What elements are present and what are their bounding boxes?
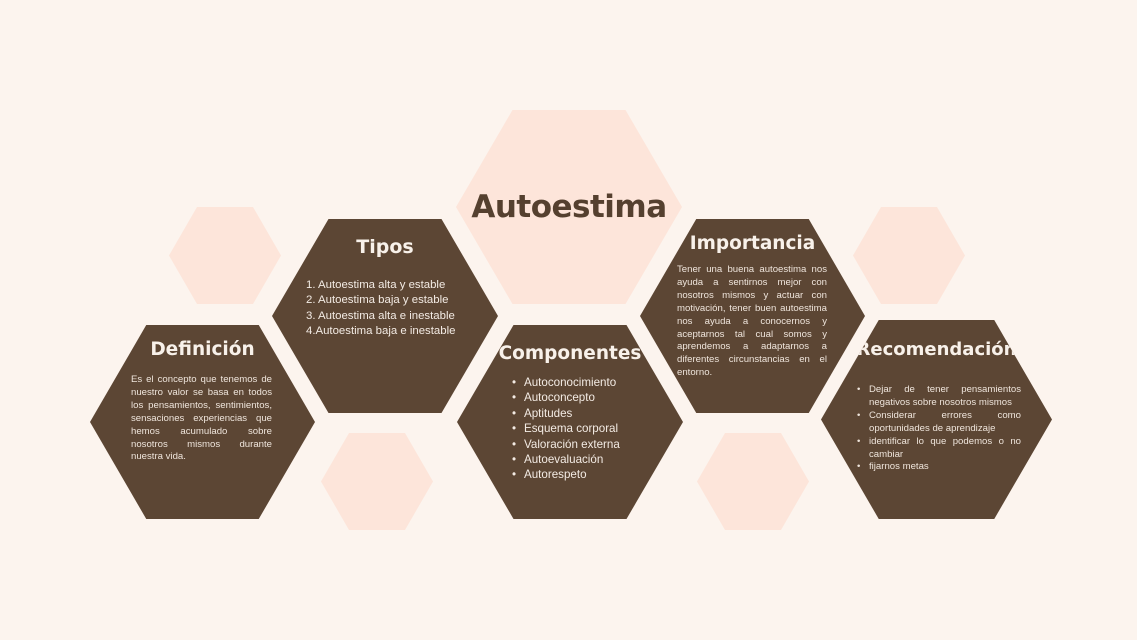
componentes-item: Autoconocimiento bbox=[510, 375, 660, 391]
tipos-title: Tipos bbox=[356, 236, 414, 258]
componentes-item: Esquema corporal bbox=[510, 421, 660, 437]
definicion-title: Definición bbox=[150, 339, 255, 360]
decorative-hexagon-bottom-left bbox=[321, 433, 433, 530]
componentes-hexagon: Componentes Autoconocimiento Autoconcept… bbox=[457, 325, 683, 519]
definicion-hexagon: Definición Es el concepto que tenemos de… bbox=[90, 325, 315, 519]
main-title: Autoestima bbox=[471, 189, 667, 225]
tipos-list: 1. Autoestima alta y estable 2. Autoesti… bbox=[306, 278, 476, 340]
componentes-title: Componentes bbox=[498, 343, 642, 364]
decorative-hexagon-bottom-right bbox=[697, 433, 809, 530]
componentes-item: Autoconcepto bbox=[510, 390, 660, 406]
definicion-text: Es el concepto que tenemos de nuestro va… bbox=[131, 374, 272, 463]
recomendacion-item: fijarnos metas bbox=[855, 461, 1021, 474]
componentes-item: Autoevaluación bbox=[510, 452, 660, 468]
decorative-hexagon-top-right bbox=[853, 207, 965, 304]
recomendacion-list: Dejar de tener pensamientos negativos so… bbox=[855, 384, 1021, 474]
importancia-text: Tener una buena autoestima nos ayuda a s… bbox=[677, 264, 827, 379]
importancia-title: Importancia bbox=[689, 233, 816, 254]
tipos-item: 3. Autoestima alta e inestable bbox=[306, 309, 455, 322]
recomendacion-item: Dejar de tener pensamientos negativos so… bbox=[855, 384, 1021, 410]
decorative-hexagon-top-left bbox=[169, 207, 281, 304]
recomendacion-item: identificar lo que podemos o no cambiar bbox=[855, 436, 1021, 462]
componentes-item: Valoración externa bbox=[510, 437, 660, 453]
tipos-item: 4.Autoestima baja e inestable bbox=[306, 325, 456, 338]
componentes-list: Autoconocimiento Autoconcepto Aptitudes … bbox=[510, 375, 660, 483]
recomendacion-hexagon: Recomendación Dejar de tener pensamiento… bbox=[821, 320, 1052, 519]
tipos-item: 2. Autoestima baja y estable bbox=[306, 294, 449, 307]
componentes-item: Autorespeto bbox=[510, 467, 660, 483]
tipos-item: 1. Autoestima alta y estable bbox=[306, 279, 446, 291]
componentes-item: Aptitudes bbox=[510, 406, 660, 422]
recomendacion-title: Recomendación bbox=[856, 339, 1017, 360]
recomendacion-item: Considerar errores como oportunidades de… bbox=[855, 410, 1021, 436]
